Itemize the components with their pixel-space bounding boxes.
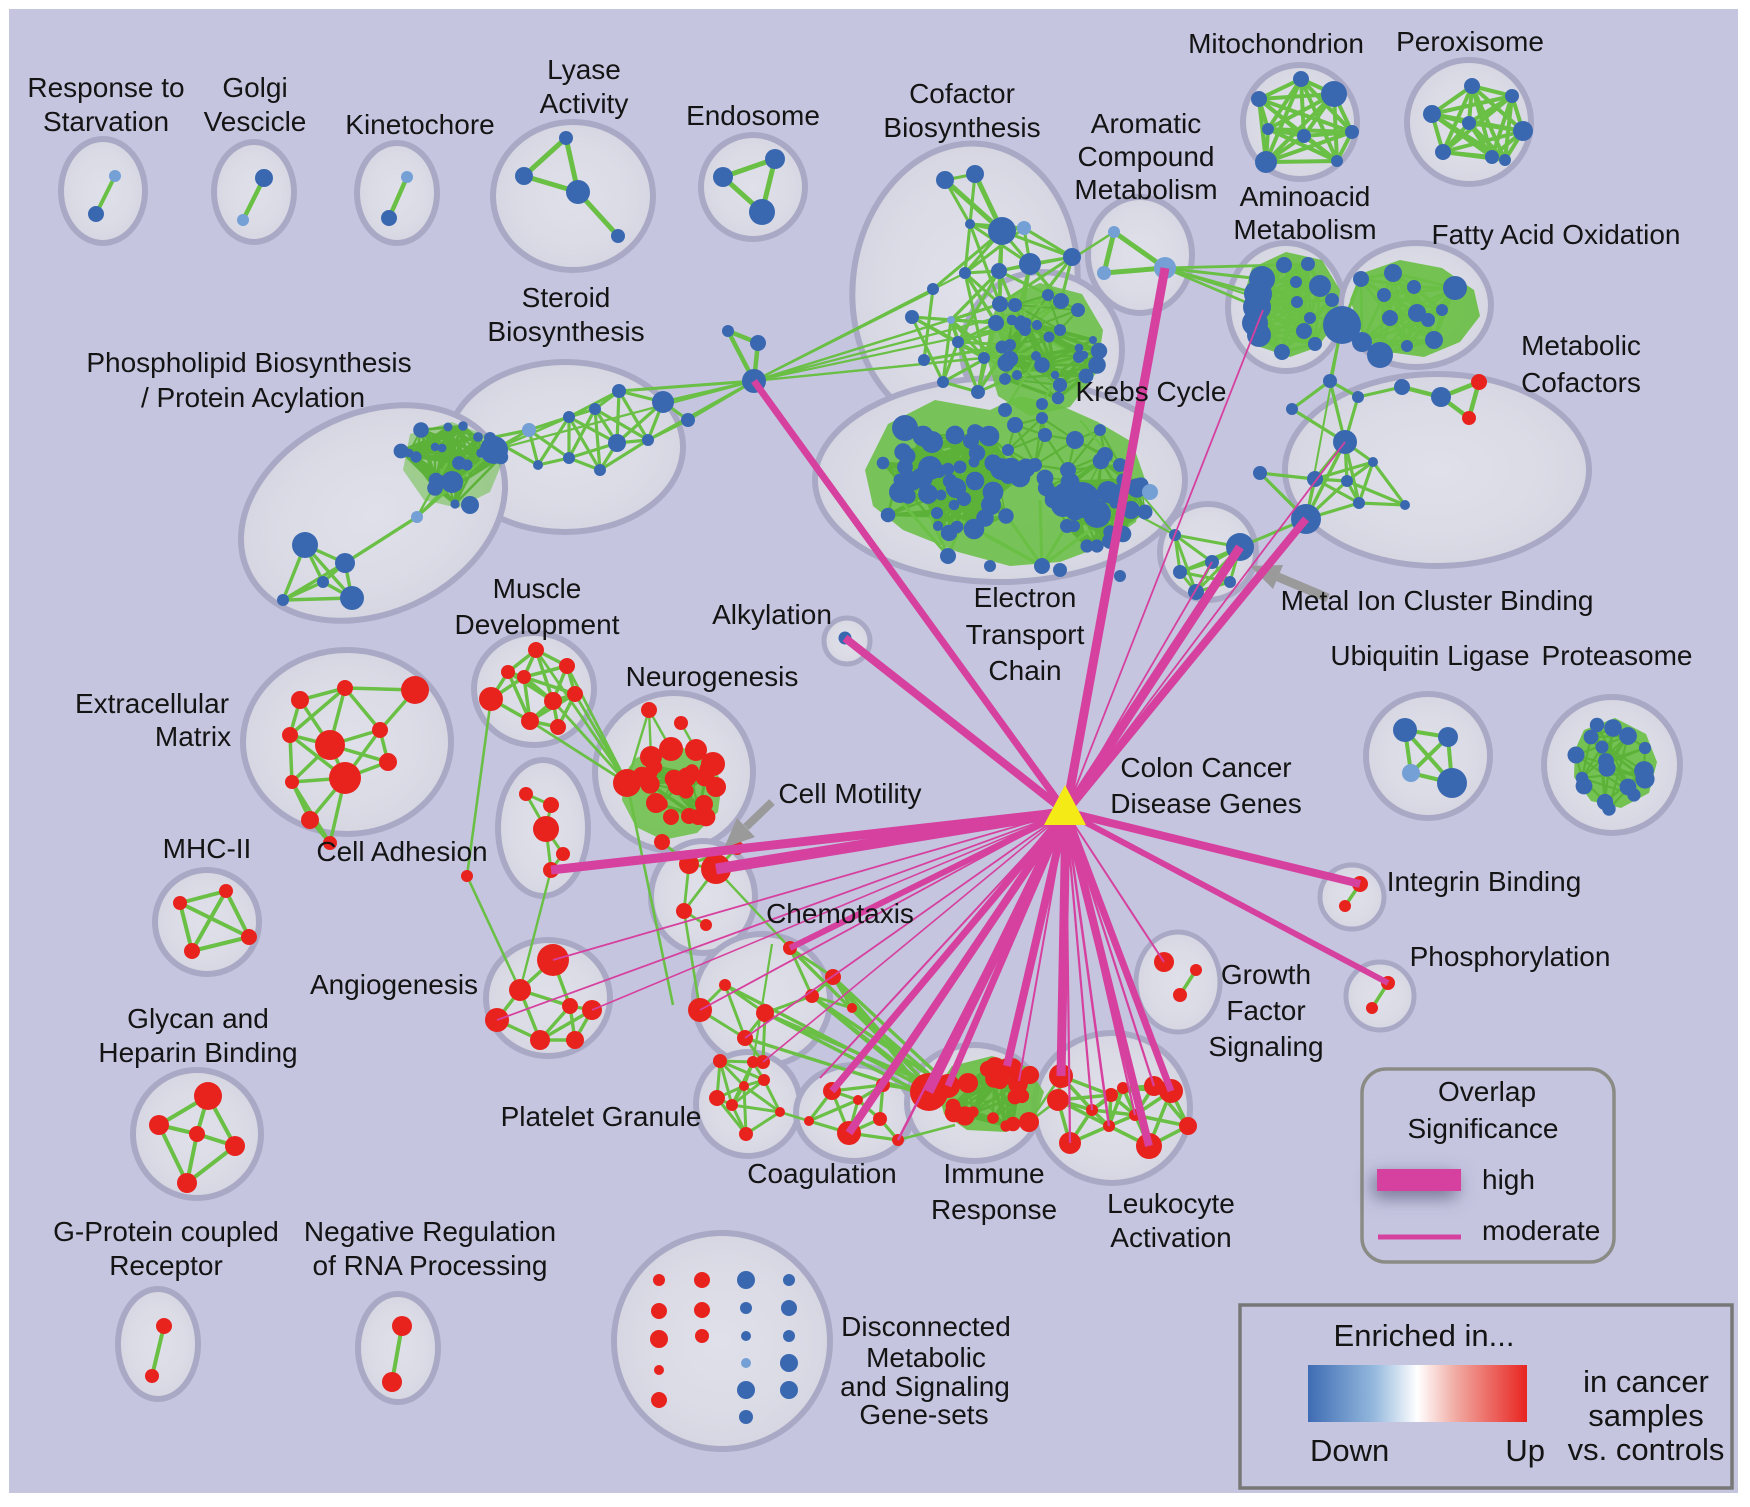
- svg-text:Factor: Factor: [1226, 995, 1305, 1026]
- svg-text:Vescicle: Vescicle: [204, 106, 307, 137]
- svg-text:Overlap: Overlap: [1438, 1076, 1536, 1107]
- svg-text:Compound: Compound: [1078, 141, 1215, 172]
- svg-text:/ Protein Acylation: / Protein Acylation: [141, 382, 365, 413]
- svg-text:Disease Genes: Disease Genes: [1110, 788, 1301, 819]
- svg-text:Aromatic: Aromatic: [1091, 108, 1201, 139]
- svg-text:Steroid: Steroid: [522, 282, 611, 313]
- svg-text:Metabolism: Metabolism: [1074, 174, 1217, 205]
- svg-text:Cell Motility: Cell Motility: [778, 778, 921, 809]
- svg-text:samples: samples: [1588, 1398, 1703, 1433]
- svg-text:Leukocyte: Leukocyte: [1107, 1188, 1235, 1219]
- svg-text:Phospholipid Biosynthesis: Phospholipid Biosynthesis: [86, 347, 411, 378]
- svg-text:Muscle: Muscle: [493, 573, 582, 604]
- svg-text:Proteasome: Proteasome: [1542, 640, 1693, 671]
- svg-text:Platelet Granule: Platelet Granule: [501, 1101, 702, 1132]
- svg-text:Krebs Cycle: Krebs Cycle: [1076, 376, 1227, 407]
- svg-text:Lyase: Lyase: [547, 54, 621, 85]
- svg-text:Significance: Significance: [1408, 1113, 1559, 1144]
- svg-text:Activity: Activity: [540, 88, 629, 119]
- svg-text:Heparin Binding: Heparin Binding: [98, 1037, 297, 1068]
- svg-text:Chain: Chain: [988, 655, 1061, 686]
- svg-text:Mitochondrion: Mitochondrion: [1188, 28, 1364, 59]
- svg-text:Metabolic: Metabolic: [1521, 330, 1641, 361]
- svg-text:Response: Response: [931, 1194, 1057, 1225]
- svg-text:Response to: Response to: [27, 72, 184, 103]
- svg-text:Transport: Transport: [966, 619, 1085, 650]
- svg-text:Fatty Acid Oxidation: Fatty Acid Oxidation: [1431, 219, 1680, 250]
- svg-text:Development: Development: [455, 609, 620, 640]
- svg-text:Glycan and: Glycan and: [127, 1003, 269, 1034]
- svg-text:Peroxisome: Peroxisome: [1396, 26, 1544, 57]
- svg-text:Chemotaxis: Chemotaxis: [766, 898, 914, 929]
- svg-text:Ubiquitin Ligase: Ubiquitin Ligase: [1330, 640, 1529, 671]
- svg-text:Cell Adhesion: Cell Adhesion: [316, 836, 487, 867]
- svg-text:Biosynthesis: Biosynthesis: [487, 316, 644, 347]
- svg-text:Up: Up: [1505, 1433, 1545, 1468]
- svg-text:Cofactor: Cofactor: [909, 78, 1015, 109]
- svg-text:Golgi: Golgi: [222, 72, 287, 103]
- svg-text:high: high: [1482, 1164, 1535, 1195]
- svg-text:Cofactors: Cofactors: [1521, 367, 1641, 398]
- svg-text:and Signaling: and Signaling: [840, 1371, 1010, 1402]
- svg-text:Immune: Immune: [943, 1158, 1044, 1189]
- svg-text:Metabolic: Metabolic: [866, 1342, 986, 1373]
- svg-text:Colon Cancer: Colon Cancer: [1120, 752, 1291, 783]
- svg-text:Down: Down: [1310, 1433, 1389, 1468]
- svg-text:Signaling: Signaling: [1208, 1031, 1323, 1062]
- svg-text:Gene-sets: Gene-sets: [859, 1399, 988, 1430]
- svg-text:Alkylation: Alkylation: [712, 599, 832, 630]
- svg-text:Receptor: Receptor: [109, 1250, 223, 1281]
- svg-text:Biosynthesis: Biosynthesis: [883, 112, 1040, 143]
- svg-text:Kinetochore: Kinetochore: [345, 109, 494, 140]
- svg-text:Integrin Binding: Integrin Binding: [1387, 866, 1582, 897]
- svg-text:Electron: Electron: [974, 582, 1077, 613]
- svg-text:in cancer: in cancer: [1583, 1364, 1709, 1399]
- svg-text:Negative Regulation: Negative Regulation: [304, 1216, 556, 1247]
- svg-text:G-Protein coupled: G-Protein coupled: [53, 1216, 279, 1247]
- svg-text:of RNA Processing: of RNA Processing: [313, 1250, 548, 1281]
- svg-text:moderate: moderate: [1482, 1215, 1600, 1246]
- svg-text:Extracellular: Extracellular: [75, 688, 229, 719]
- svg-text:Enriched in...: Enriched in...: [1334, 1318, 1515, 1353]
- svg-text:vs. controls: vs. controls: [1568, 1432, 1725, 1467]
- svg-text:Growth: Growth: [1221, 959, 1311, 990]
- svg-text:Endosome: Endosome: [686, 100, 820, 131]
- svg-text:Metabolism: Metabolism: [1233, 214, 1376, 245]
- svg-text:Activation: Activation: [1110, 1222, 1231, 1253]
- svg-text:Aminoacid: Aminoacid: [1240, 181, 1371, 212]
- svg-text:Phosphorylation: Phosphorylation: [1410, 941, 1611, 972]
- svg-text:Matrix: Matrix: [155, 721, 231, 752]
- svg-text:Neurogenesis: Neurogenesis: [626, 661, 799, 692]
- svg-text:Angiogenesis: Angiogenesis: [310, 969, 478, 1000]
- svg-text:MHC-II: MHC-II: [163, 833, 252, 864]
- svg-text:Disconnected: Disconnected: [841, 1311, 1011, 1342]
- svg-text:Metal Ion Cluster Binding: Metal Ion Cluster Binding: [1281, 585, 1594, 616]
- svg-text:Coagulation: Coagulation: [747, 1158, 896, 1189]
- svg-text:Starvation: Starvation: [43, 106, 169, 137]
